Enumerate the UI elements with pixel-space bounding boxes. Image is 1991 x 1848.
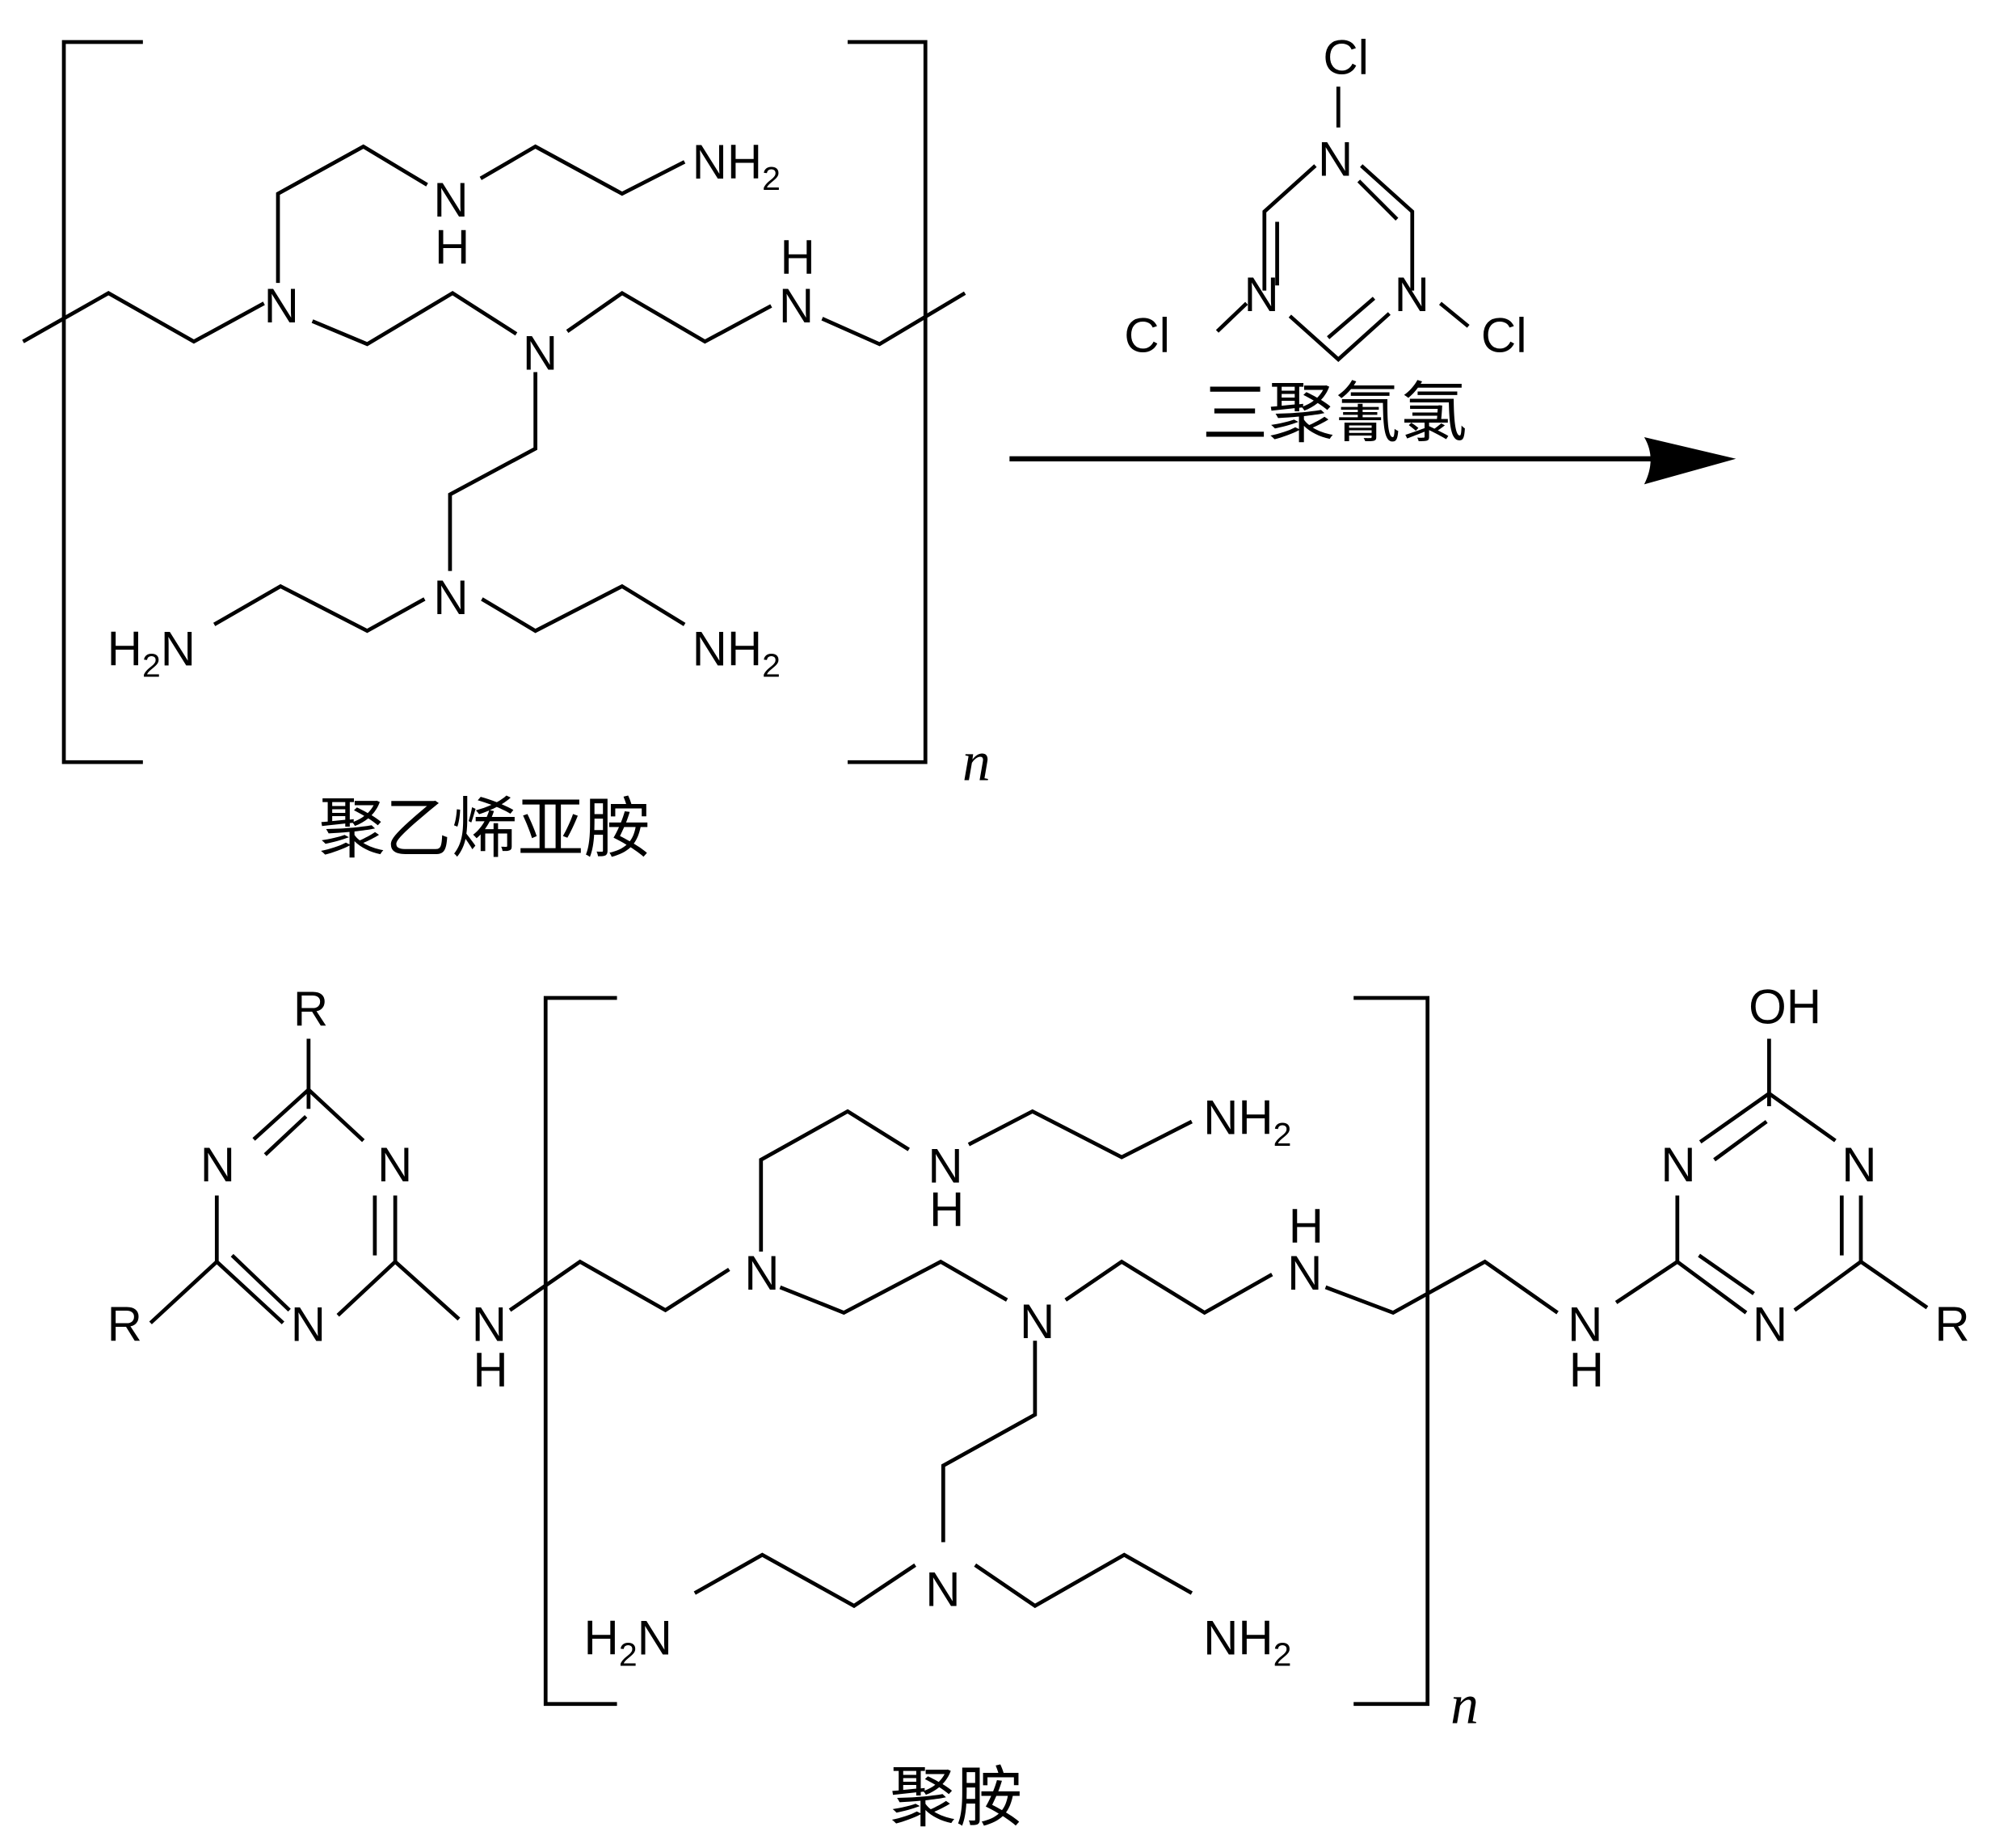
backbone-bond [1324, 1259, 1559, 1315]
ring-bond [252, 1087, 365, 1143]
atom-h: H [780, 230, 814, 284]
bond [1614, 1260, 1679, 1304]
atom-nh2: NH2 [692, 621, 781, 684]
reagent-triazine: Cl N N N Cl Cl 三聚氰氯 [1124, 30, 1526, 452]
right-bracket [1353, 996, 1430, 1707]
atom-n: N [1020, 1294, 1054, 1349]
ring-double-bond [230, 1253, 291, 1312]
atom-cl: Cl [1323, 30, 1369, 84]
atom-h: H [1569, 1343, 1604, 1397]
ring-double-bond [1327, 297, 1375, 339]
backbone-bond [508, 1259, 730, 1313]
atom-n: N [264, 279, 299, 333]
branch-bond [479, 144, 686, 196]
product-polyamine: R N N N R N H n [107, 980, 1970, 1837]
atom-nh2: NH2 [1203, 1610, 1291, 1673]
atom-n: N [1287, 1246, 1322, 1300]
atom-n: N [200, 1138, 235, 1192]
atom-h: H [929, 1182, 964, 1236]
ring-bond [1675, 1195, 1748, 1315]
atom-n: N [1568, 1297, 1602, 1351]
backbone-bond [1064, 1259, 1273, 1315]
reaction-arrow [1009, 436, 1736, 485]
ring-bond [1360, 164, 1415, 291]
branch-bond [213, 583, 426, 634]
ring-double-bond [263, 1114, 308, 1156]
atom-n: N [1244, 267, 1279, 322]
atom-h: H [473, 1343, 507, 1397]
atom-n: N [1842, 1138, 1876, 1192]
atom-n: N [1661, 1138, 1695, 1192]
left-bracket [543, 996, 617, 1707]
backbone-bond [22, 291, 265, 344]
bond [394, 1260, 461, 1321]
atom-n: N [928, 1139, 962, 1193]
bond [1438, 301, 1470, 328]
atom-n: N [1395, 267, 1429, 322]
atom-nh2: NH2 [692, 135, 781, 197]
atom-h2n: H2N [584, 1610, 672, 1673]
left-bracket [61, 40, 143, 764]
ring-bond [1262, 164, 1317, 291]
branch-bond [481, 583, 686, 634]
atom-h: H [1289, 1199, 1324, 1253]
branch-bond [967, 1109, 1193, 1160]
repeat-subscript: n [1450, 1673, 1479, 1736]
branch-bond [276, 144, 428, 284]
atom-oh: OH [1749, 980, 1821, 1034]
ring-bond [1793, 1195, 1863, 1312]
atom-n: N [925, 1562, 960, 1616]
backbone-bond [821, 291, 966, 347]
atom-n: N [523, 326, 558, 380]
right-bracket [848, 40, 928, 764]
branch-bond [693, 1552, 916, 1609]
right-triazine: OH N N N N H R [1568, 980, 1970, 1398]
atom-n: N [1753, 1297, 1787, 1351]
atom-r: R [107, 1297, 142, 1351]
atom-r: R [293, 983, 328, 1037]
ring-bond [336, 1195, 398, 1317]
branch-bond [448, 372, 537, 571]
bond [1859, 1260, 1929, 1310]
ring-double-bond [1357, 179, 1399, 221]
product-label: 聚胺 [890, 1759, 1022, 1836]
atom-n: N [779, 279, 814, 333]
atom-n: N [1318, 133, 1353, 187]
reactant-pei: n N N N H N H NH2 N H2N NH2 聚乙烯亚胺 [22, 40, 991, 868]
branch-bond [941, 1341, 1038, 1543]
atom-nh2: NH2 [1203, 1091, 1291, 1153]
reactant-label: 聚乙烯亚胺 [319, 791, 650, 868]
backbone-bond [779, 1259, 1008, 1315]
left-triazine: R N N N R N H [107, 983, 508, 1397]
bond [149, 1260, 218, 1324]
atom-n: N [744, 1246, 779, 1300]
bond [1215, 301, 1248, 333]
atom-n: N [433, 173, 468, 227]
atom-r: R [1934, 1297, 1969, 1351]
repeat-subscript: n [962, 730, 991, 793]
atom-n: N [433, 570, 468, 625]
atom-n: N [377, 1138, 412, 1192]
atom-n: N [472, 1297, 507, 1351]
ring-bond [214, 1195, 284, 1324]
ring-bond [1288, 312, 1391, 362]
branch-bond [759, 1109, 911, 1252]
branch-bond [974, 1552, 1193, 1609]
ring-double-bond [1698, 1253, 1755, 1295]
atom-cl: Cl [1481, 308, 1527, 362]
arrow-head-icon [1644, 436, 1736, 485]
atom-cl: Cl [1124, 308, 1170, 362]
ring-bond [1698, 1091, 1837, 1144]
ring-double-bond [1713, 1120, 1768, 1162]
backbone-bond [566, 290, 772, 344]
backbone-bond [311, 290, 518, 347]
reagent-label: 三聚氰氯 [1202, 375, 1467, 452]
atom-h2n: H2N [107, 621, 196, 684]
atom-h: H [435, 220, 469, 274]
atom-n: N [291, 1297, 326, 1351]
